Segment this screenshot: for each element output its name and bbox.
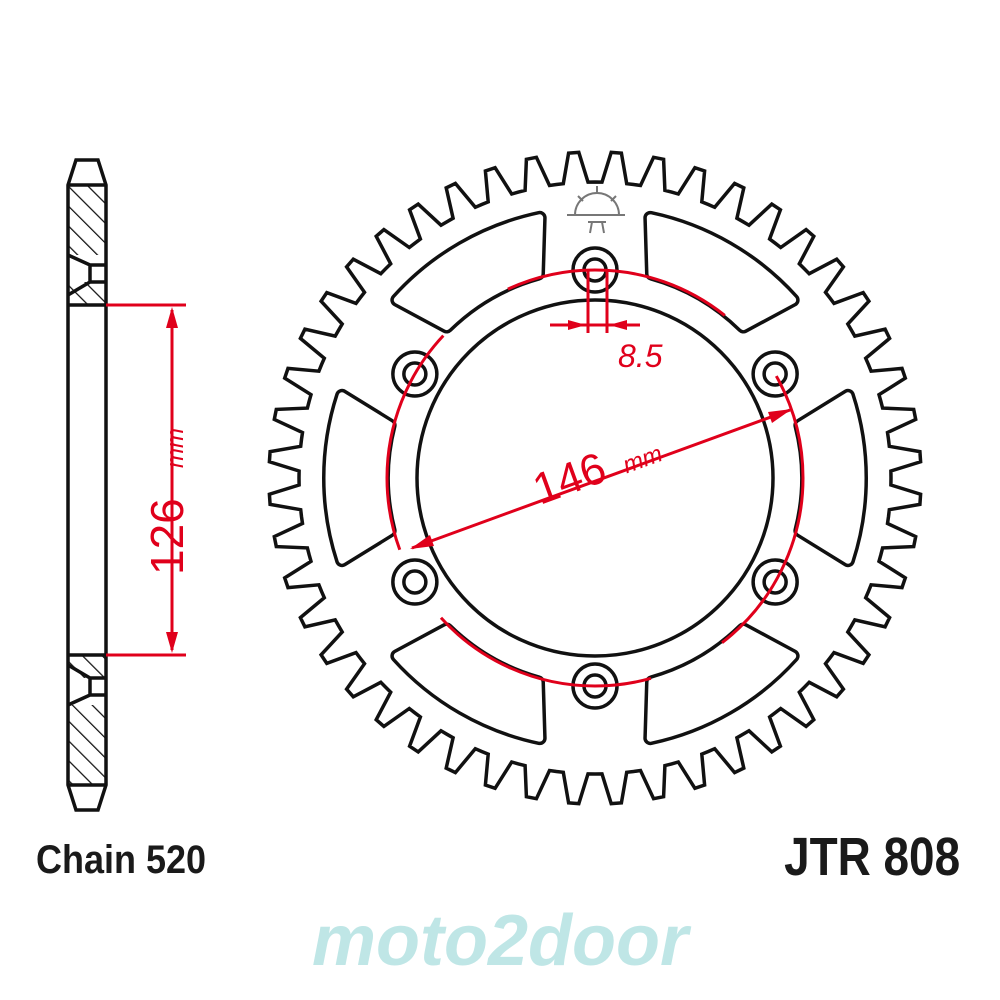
center-bore (415, 298, 775, 658)
watermark: moto2door (312, 901, 692, 981)
manufacturer-logo-icon (567, 186, 625, 234)
bolt-hole (402, 569, 428, 595)
hub-thickness-dimension (106, 303, 186, 657)
lightening-slot (646, 625, 797, 742)
bolt-hole (402, 361, 428, 387)
lightening-slot (796, 392, 865, 564)
bolt-hole (391, 558, 439, 606)
chain-size-label: Chain 520 (36, 838, 207, 882)
bolt-hole-value: 8.5 (618, 338, 663, 374)
hub-thickness-value: 126 (141, 498, 193, 575)
sprocket-face (267, 150, 923, 806)
hub-thickness-unit: mm (162, 428, 189, 468)
sprocket-teeth (267, 150, 923, 806)
bolt-hole (751, 558, 799, 606)
pcd-dimension (385, 268, 805, 688)
lightening-slot (325, 392, 394, 564)
lightening-slot (646, 214, 797, 331)
bolt-hole (751, 350, 799, 398)
pcd-unit: mm (619, 440, 666, 479)
pcd-value: 146 (527, 443, 613, 514)
lightening-slot (393, 214, 544, 331)
bolt-hole (762, 361, 788, 387)
lightening-slot (393, 625, 544, 742)
bolt-hole (762, 569, 788, 595)
side-profile (66, 158, 108, 812)
part-number-label: JTR 808 (783, 827, 960, 887)
bolt-hole (391, 350, 439, 398)
